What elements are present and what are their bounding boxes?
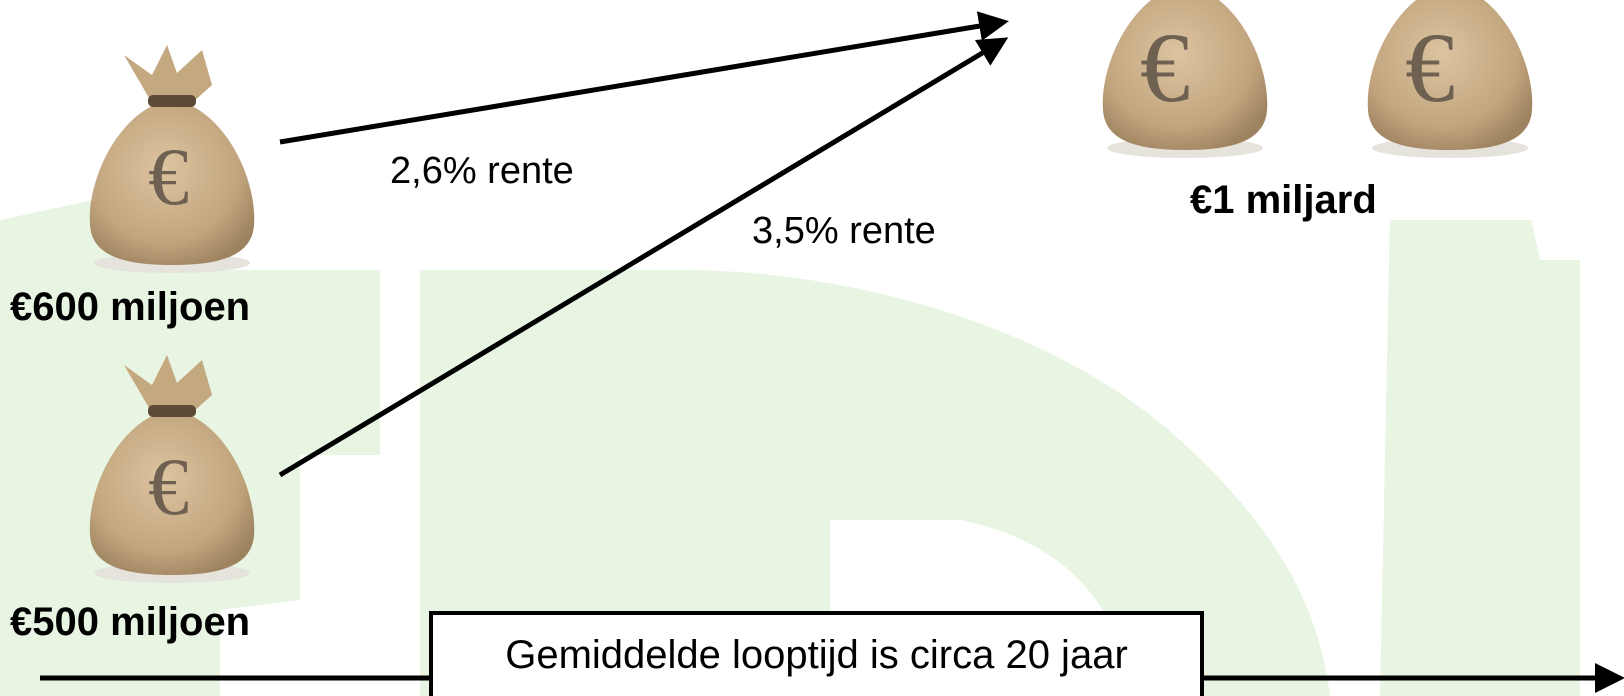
arrow-label-top: 2,6% rente xyxy=(390,150,574,192)
bag-symbol: € xyxy=(1405,12,1455,123)
bag-label-600: €600 miljoen xyxy=(10,285,251,329)
bag-label-1-miljard: €1 miljard xyxy=(1190,178,1377,222)
timeline-label: Gemiddelde looptijd is circa 20 jaar xyxy=(505,633,1128,677)
arrow-label-bottom: 3,5% rente xyxy=(752,210,936,252)
watermark-shape-right xyxy=(1380,215,1580,696)
arrow-top xyxy=(279,11,1009,145)
timeline-box: Gemiddelde looptijd is circa 20 jaar xyxy=(429,611,1204,696)
bag-symbol: € xyxy=(148,131,189,222)
bag-label-500: €500 miljoen xyxy=(10,600,251,644)
bag-symbol: € xyxy=(148,441,189,532)
bag-symbol: € xyxy=(1140,12,1190,123)
watermark-shape-center xyxy=(420,270,1330,696)
arrow-bottom xyxy=(278,37,1009,478)
